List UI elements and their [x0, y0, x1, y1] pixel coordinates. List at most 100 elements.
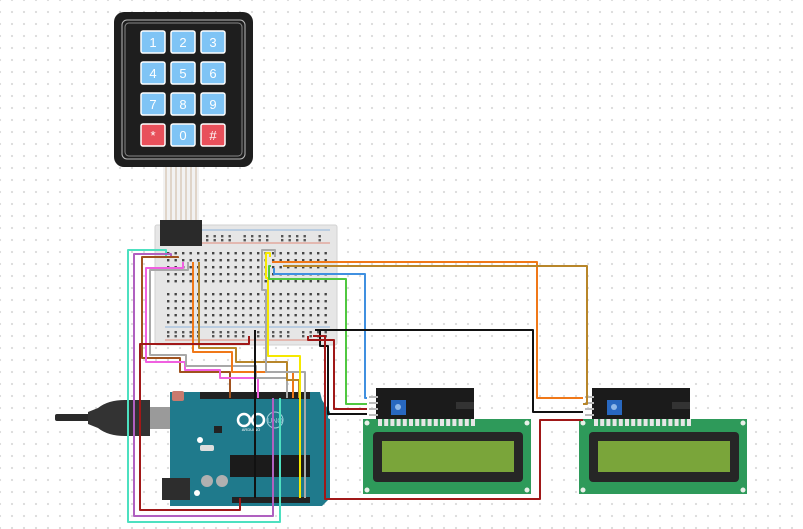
breadboard-holes	[167, 235, 327, 338]
lcd-pin	[643, 419, 648, 426]
keypad-key-9[interactable]: 9	[200, 92, 226, 116]
i2c-pin[interactable]	[369, 414, 378, 416]
lcd-pin	[378, 419, 382, 426]
capacitor	[216, 475, 228, 487]
atmega-chip	[230, 455, 310, 477]
wire-red-5v[interactable]	[139, 336, 250, 511]
key-label: #	[209, 128, 217, 143]
lcd-pin	[421, 419, 426, 426]
power-jack	[162, 478, 190, 500]
i2c-pin[interactable]	[585, 402, 594, 404]
key-label: 9	[209, 97, 216, 112]
lcd-pin	[452, 419, 457, 426]
lcd-pin	[471, 419, 475, 426]
wire-cyan[interactable]	[127, 249, 281, 523]
wire-purple[interactable]	[133, 253, 274, 517]
keypad[interactable]: 1 2 3 4 5 6 7 8 9 * 0 #	[114, 12, 253, 246]
keypad-key-3[interactable]: 3	[200, 30, 226, 54]
i2c-pin[interactable]	[369, 408, 378, 410]
lcd-pin	[594, 419, 598, 426]
wire-yellow[interactable]	[265, 252, 301, 498]
keypad-key-2[interactable]: 2	[170, 30, 196, 54]
lcd-pin	[464, 419, 469, 426]
key-label: 0	[179, 128, 186, 143]
breadboard[interactable]	[154, 224, 338, 346]
lcd-pin	[384, 419, 389, 426]
lcd-display-1[interactable]	[363, 388, 531, 494]
wire-gray-kp[interactable]	[149, 262, 288, 398]
keypad-connector	[160, 220, 202, 246]
lcd-pin	[631, 419, 636, 426]
key-label: 8	[179, 97, 186, 112]
key-label: 4	[149, 66, 156, 81]
keypad-key-1[interactable]: 1	[140, 30, 166, 54]
lcd-pin	[612, 419, 617, 426]
lcd-pin	[625, 419, 629, 426]
wire-gray-loop[interactable]	[261, 249, 306, 498]
key-label: *	[150, 128, 155, 143]
lcd-pin	[409, 419, 413, 426]
lcd-screen	[598, 441, 730, 472]
lcd-pin	[440, 419, 444, 426]
lcd-screen	[382, 441, 514, 472]
analog-header	[232, 497, 310, 503]
lcd-pin	[649, 419, 654, 426]
lcd-pin	[427, 419, 432, 426]
wires	[127, 249, 588, 523]
wire-ochre-kp[interactable]	[198, 262, 300, 398]
key-label: 7	[149, 97, 156, 112]
key-label: 1	[149, 35, 156, 50]
lcd-pin	[390, 419, 395, 426]
lcd-pin	[396, 419, 401, 426]
wire-green[interactable]	[268, 265, 367, 405]
wire-red-lcd1[interactable]	[307, 336, 367, 410]
keypad-ribbon	[163, 166, 199, 222]
lcd-pin	[662, 419, 667, 426]
reset-button[interactable]	[172, 391, 184, 401]
keypad-key-0[interactable]: 0	[170, 123, 196, 147]
lcd-pin	[600, 419, 605, 426]
key-label: 5	[179, 66, 186, 81]
wire-orange-kp[interactable]	[192, 262, 294, 398]
lcd-pin	[674, 419, 679, 426]
keypad-key-7[interactable]: 7	[140, 92, 166, 116]
key-label: 3	[209, 35, 216, 50]
i2c-pin[interactable]	[369, 396, 378, 398]
wire-orange-lcd2[interactable]	[272, 261, 583, 399]
wire-red-lcd2[interactable]	[313, 335, 583, 500]
wire-blue[interactable]	[273, 268, 367, 399]
lcd-display-2[interactable]	[579, 388, 747, 494]
arduino-logo: UNO ARDUINO	[236, 411, 284, 432]
keypad-key-5[interactable]: 5	[170, 61, 196, 85]
lcd-pin	[656, 419, 660, 426]
lcd-pin	[606, 419, 611, 426]
arduino-uno[interactable]: UNO ARDUINO	[162, 391, 332, 506]
lcd-pin	[637, 419, 642, 426]
usb-cable[interactable]	[55, 400, 188, 436]
wire-black-gnd[interactable]	[315, 329, 583, 413]
wire-brown[interactable]	[141, 256, 231, 398]
lcd-pin	[446, 419, 451, 426]
i2c-pin[interactable]	[585, 408, 594, 410]
keypad-key-6[interactable]: 6	[200, 61, 226, 85]
i2c-pin[interactable]	[585, 414, 594, 416]
wire-ochre-lcd2[interactable]	[283, 265, 588, 405]
capacitor	[201, 475, 213, 487]
i2c-pin[interactable]	[369, 402, 378, 404]
keypad-key-4[interactable]: 4	[140, 61, 166, 85]
lcd-pin	[458, 419, 463, 426]
lcd-pin	[433, 419, 438, 426]
keypad-key-star[interactable]: *	[140, 123, 166, 147]
key-label: 6	[209, 66, 216, 81]
keypad-key-hash[interactable]: #	[200, 123, 226, 147]
lcd-pin	[415, 419, 420, 426]
lcd-pin	[402, 419, 407, 426]
i2c-pin[interactable]	[585, 396, 594, 398]
lcd-pin	[687, 419, 691, 426]
key-label: 2	[179, 35, 186, 50]
lcd-pin	[668, 419, 673, 426]
keypad-key-8[interactable]: 8	[170, 92, 196, 116]
uno-label: UNO	[267, 418, 283, 425]
lcd-pin	[618, 419, 623, 426]
